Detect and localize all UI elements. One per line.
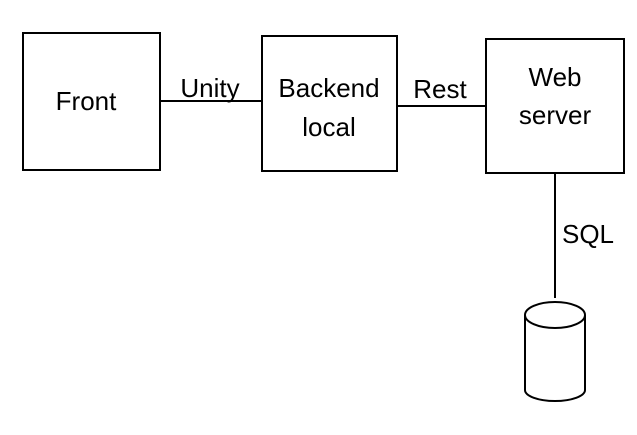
webserver-box: [485, 38, 625, 174]
backend-label-line2: local: [302, 112, 355, 142]
backend-label-line1: Backend: [278, 73, 379, 103]
front-label: Front: [56, 86, 117, 116]
edge-label-sql: SQL: [562, 219, 614, 249]
edge-label-unity: Unity: [180, 73, 239, 103]
database-cylinder-icon: [524, 301, 586, 402]
webserver-label-line2: server: [519, 100, 592, 130]
node-backend-local: Backend local: [261, 35, 398, 172]
node-web-server: Web server: [485, 38, 625, 174]
backend-box: [261, 35, 398, 172]
webserver-label-line1: Web: [529, 62, 582, 92]
database-body: [524, 315, 586, 402]
node-front: Front: [22, 32, 161, 171]
front-box: [22, 32, 161, 171]
database-top: [524, 301, 586, 329]
edge-label-rest: Rest: [413, 74, 467, 104]
